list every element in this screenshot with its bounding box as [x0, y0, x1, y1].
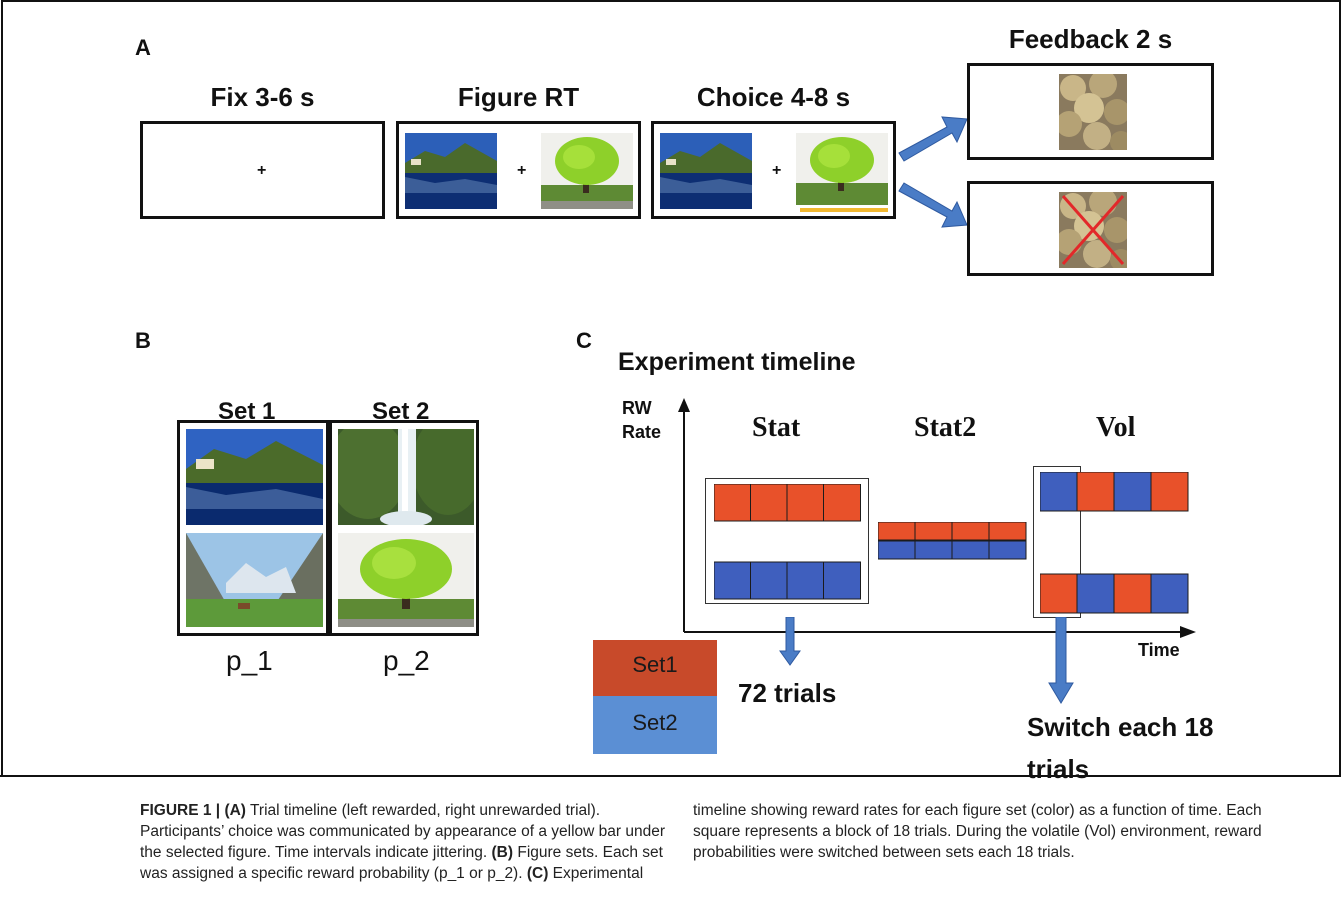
feedback-reward-screen: [967, 63, 1214, 160]
valley-image: [186, 533, 323, 627]
caption-fig-label: FIGURE 1 |: [140, 802, 221, 819]
panel-c-letter: C: [576, 328, 592, 353]
legend-set1: Set1: [593, 640, 717, 696]
caption-c-text-left: Experimental: [548, 865, 644, 882]
caption-a-tag: (A): [224, 802, 246, 819]
tree-image: [796, 133, 888, 205]
caption-right: timeline showing reward rates for each f…: [693, 802, 1262, 861]
stat-blocks: [714, 484, 861, 600]
vol-blocks: [1040, 472, 1189, 614]
y-axis-label-line2: Rate: [622, 422, 662, 442]
switch-note-line1: Switch each 18: [1027, 712, 1214, 742]
caption-b-tag: (B): [491, 844, 514, 861]
fix-label: Fix 3-6 s: [210, 82, 315, 112]
crossed-coins-image: [1059, 192, 1127, 268]
stat-outline-box: [705, 478, 869, 604]
phase-stat2-label: Stat2: [914, 412, 977, 443]
caption-a-text: Trial timeline (left rewarded, right unr…: [140, 802, 665, 861]
yellow-choice-bar: [800, 208, 888, 212]
set2-box: [329, 420, 479, 636]
caption-left: FIGURE 1 | (A) Trial timeline (left rewa…: [140, 800, 670, 884]
caption-c-tag: (C): [526, 865, 549, 882]
legend-set1-label: Set1: [632, 652, 678, 677]
coins-image: [1059, 74, 1127, 150]
y-axis-label-line1: RW: [622, 398, 652, 418]
legend-set2: Set2: [593, 696, 717, 754]
waterfall-image: [338, 429, 474, 525]
tree-image: [541, 133, 633, 209]
lake-image: [186, 429, 323, 525]
caption-divider: [0, 775, 1341, 777]
choice-label: Choice 4-8 s: [696, 82, 851, 112]
p2-label: p_2: [383, 645, 430, 676]
figure-rt-label: Figure RT: [457, 82, 580, 112]
stat2-blocks: [878, 522, 1027, 560]
switch-note-line2: trials: [1027, 754, 1090, 784]
lake-image: [405, 133, 497, 209]
timeline-axes: [678, 398, 1196, 638]
feedback-arrows: [898, 116, 968, 228]
set1-box: [177, 420, 329, 636]
choice-screen: +: [651, 121, 896, 219]
fix-screen: +: [140, 121, 385, 219]
p1-label: p_1: [226, 645, 273, 676]
choice-cross: +: [772, 162, 782, 179]
fixation-cross: +: [257, 162, 267, 179]
lake-image: [660, 133, 752, 209]
down-arrow-72: [779, 617, 801, 666]
tree-image: [338, 533, 474, 627]
phase-vol-label: Vol: [1096, 412, 1136, 443]
caption-b-text: Figure sets. Each set was assigned a spe…: [140, 844, 663, 882]
feedback-label: Feedback 2 s: [1008, 24, 1173, 54]
trials-note: 72 trials: [738, 678, 837, 708]
x-axis-label: Time: [1138, 640, 1180, 660]
panel-a-letter: A: [135, 35, 151, 60]
panel-b-letter: B: [135, 328, 151, 353]
phase-stat-label: Stat: [752, 412, 801, 443]
figure-rt-screen: +: [396, 121, 641, 219]
down-arrow-switch: [1048, 617, 1074, 704]
legend-set2-label: Set2: [632, 710, 678, 735]
figure-cross: +: [517, 162, 527, 179]
experiment-timeline-title: Experiment timeline: [618, 348, 856, 376]
feedback-noreward-screen: [967, 181, 1214, 276]
figure-border: [1, 0, 1341, 775]
